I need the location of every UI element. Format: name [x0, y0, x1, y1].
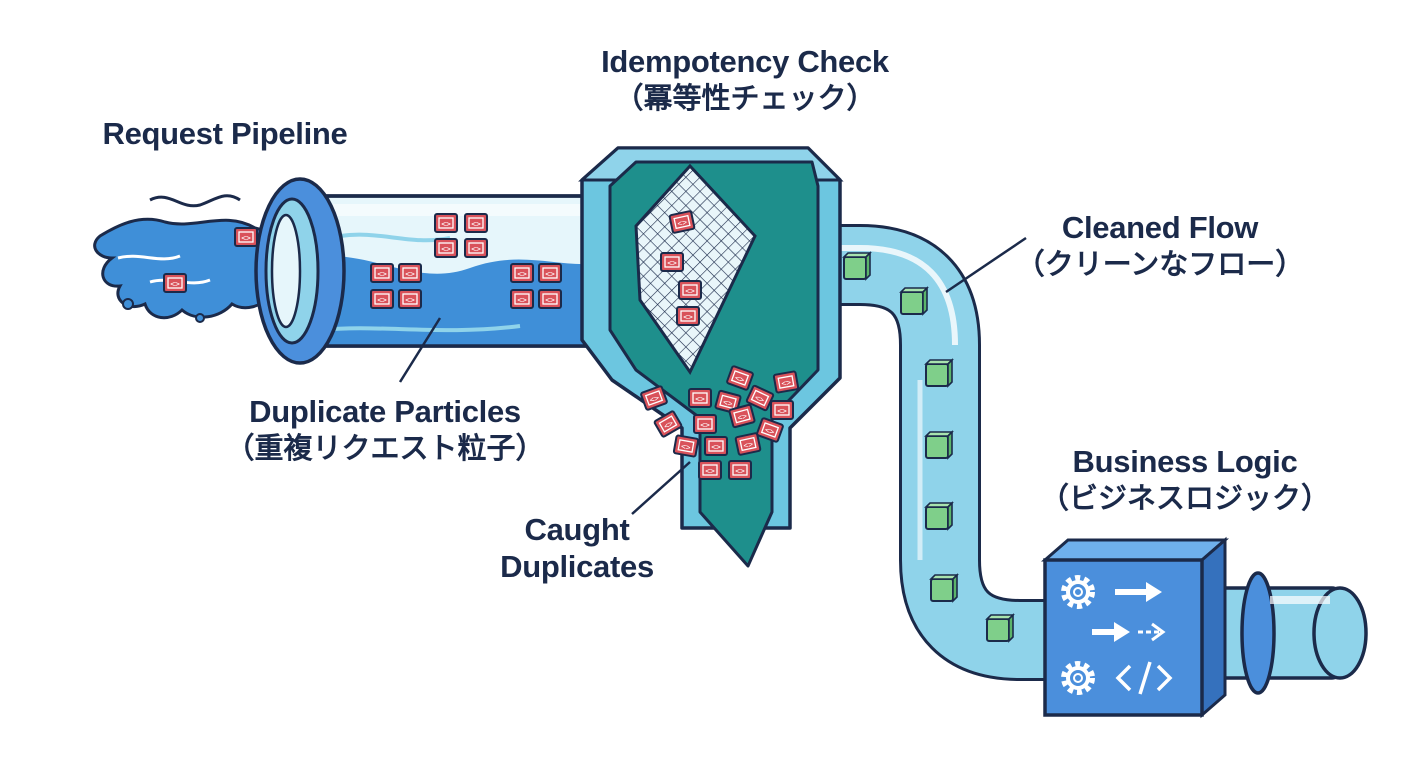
label-request-pipeline-en: Request Pipeline [102, 116, 348, 151]
arrow-right-icon [1092, 622, 1130, 642]
arrow-right-icon [1115, 582, 1162, 602]
idempotency-filter [578, 146, 844, 568]
cleaned-flow-pipe [720, 224, 1070, 681]
request-pipe [254, 177, 622, 365]
label-duplicate-particles-en: Duplicate Particles [249, 394, 521, 429]
label-idempotency-check-en: Idempotency Check [601, 44, 889, 79]
label-business-logic-en: Business Logic [1072, 444, 1298, 479]
gear-icon [1061, 575, 1095, 609]
leader-caught-duplicates [631, 461, 691, 515]
label-business-logic-jp: （ビジネスロジック） [1039, 480, 1330, 515]
label-idempotency-check-jp: （冪等性チェック） [614, 80, 876, 115]
label-idempotency-check: Idempotency Check （冪等性チェック） [545, 44, 945, 115]
business-logic-box [1040, 536, 1368, 719]
label-duplicate-particles-jp: （重複リクエスト粒子） [225, 430, 545, 465]
duplicate-block [163, 273, 187, 293]
label-cleaned-flow-en: Cleaned Flow [1061, 210, 1259, 245]
duplicate-block [234, 227, 258, 247]
gear-icon [1061, 661, 1095, 695]
label-cleaned-flow: Cleaned Flow （クリーンなフロー） [1000, 210, 1320, 281]
label-duplicate-particles: Duplicate Particles （重複リクエスト粒子） [200, 394, 570, 465]
label-business-logic: Business Logic （ビジネスロジック） [1020, 444, 1350, 515]
label-caught-duplicates-line1: Caught [524, 512, 630, 547]
label-request-pipeline: Request Pipeline [60, 116, 390, 153]
leader-duplicate-particles [398, 317, 442, 383]
label-cleaned-flow-jp: （クリーンなフロー） [1015, 246, 1305, 281]
label-caught-duplicates-line2: Duplicates [500, 548, 654, 584]
water-splash [93, 194, 272, 323]
label-caught-duplicates: Caught Duplicates [462, 512, 692, 585]
dashed-arrow-icon [1138, 622, 1166, 642]
leader-cleaned-flow [945, 236, 1027, 294]
code-icon [1115, 661, 1173, 695]
leader-lines [398, 236, 1027, 515]
